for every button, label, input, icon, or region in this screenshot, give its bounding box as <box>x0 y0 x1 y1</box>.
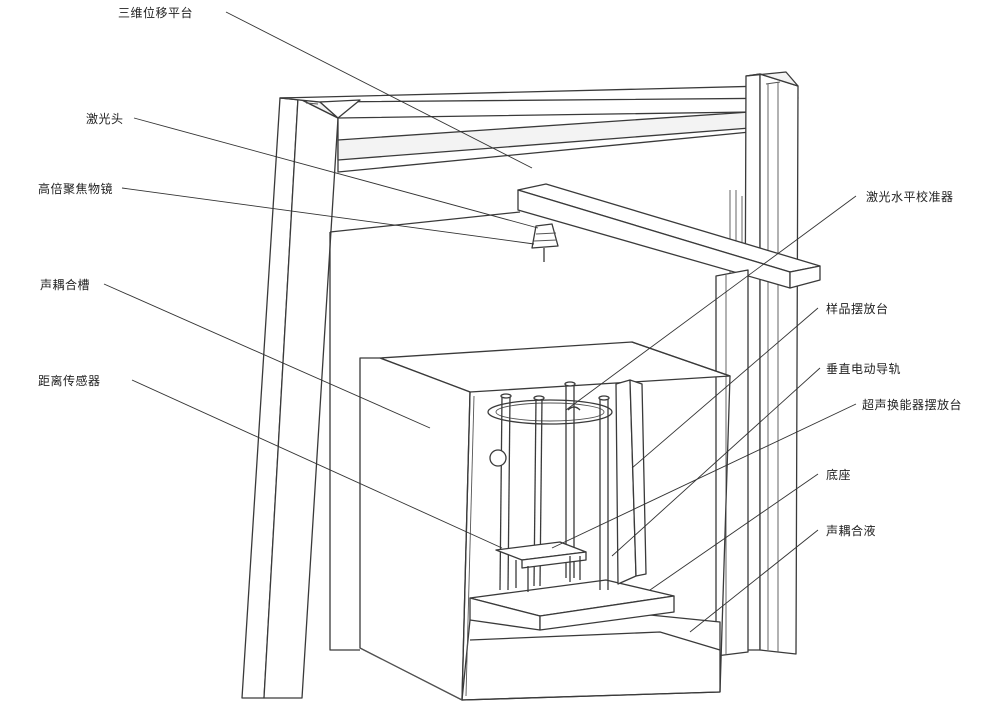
label-coupling-tank: 声耦合槽 <box>40 278 91 292</box>
base-block <box>469 579 675 631</box>
inner-guide-rail <box>615 379 647 585</box>
coupling-tank <box>359 341 731 701</box>
label-laser-leveler: 激光水平校准器 <box>866 190 954 204</box>
right-column <box>743 71 799 655</box>
laser-carriage <box>517 183 821 289</box>
top-beam <box>279 85 799 173</box>
label-laser-head: 激光头 <box>86 112 124 126</box>
leader-lines <box>103 11 857 633</box>
label-distance-sensor: 距离传感器 <box>38 374 101 388</box>
label-base: 底座 <box>826 468 852 482</box>
label-objective-lens: 高倍聚焦物镜 <box>38 182 114 196</box>
label-3d-platform: 三维位移平台 <box>118 6 194 20</box>
transducer-stage <box>495 541 587 592</box>
left-column <box>241 97 339 699</box>
label-vertical-rail: 垂直电动导轨 <box>826 362 902 376</box>
label-transducer-stage: 超声换能器摆放台 <box>862 398 963 412</box>
label-sample-stage: 样品摆放台 <box>826 302 889 316</box>
label-coupling-liquid: 声耦合液 <box>826 524 877 538</box>
